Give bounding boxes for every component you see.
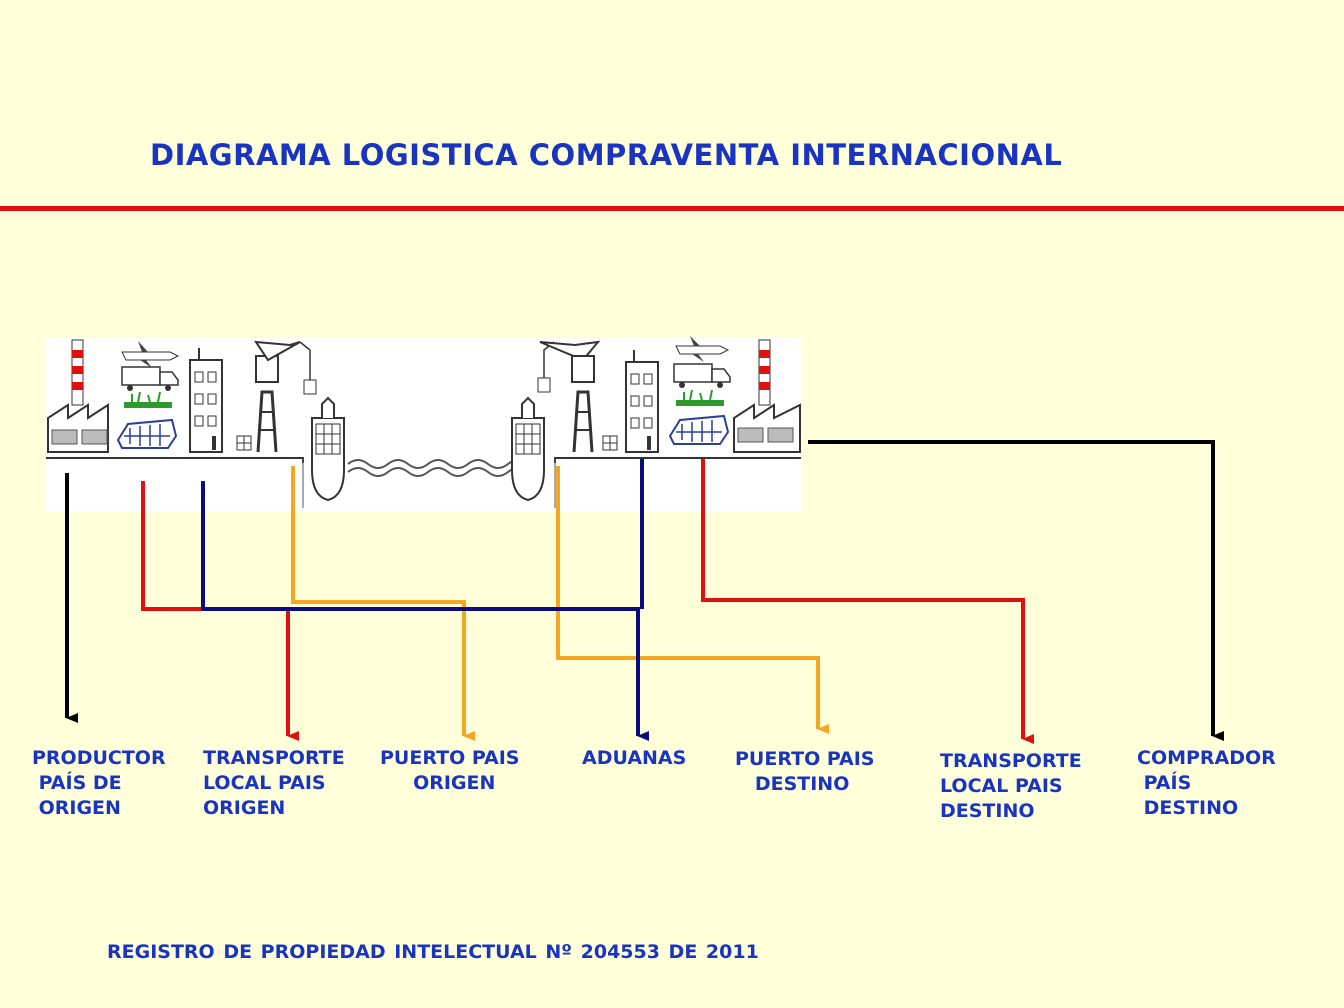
- label-comprador: COMPRADOR PAÍS DESTINO: [1137, 747, 1276, 819]
- factory-destination-icon: [733, 339, 801, 453]
- connector-transporte-destino: [701, 459, 1034, 744]
- copyright-footer: REGISTRO DE PROPIEDAD INTELECTUAL Nº 204…: [107, 941, 759, 963]
- label-aduanas: ADUANAS: [582, 747, 687, 769]
- ship-destination-icon: [511, 396, 545, 502]
- label-transporte-destino: TRANSPORTE LOCAL PAIS DESTINO: [940, 750, 1082, 822]
- transport-origin-icon: [116, 341, 180, 449]
- ship-origin-icon: [311, 396, 345, 502]
- label-puerto-origen: PUERTO PAIS ORIGEN: [380, 747, 520, 794]
- sea-waves: [347, 459, 529, 477]
- crane-destination-icon: [537, 340, 618, 453]
- connector-puerto-destino: [556, 466, 829, 734]
- logistics-illustration: [46, 336, 801, 511]
- connector-comprador: [808, 440, 1224, 741]
- label-puerto-destino: PUERTO PAIS DESTINO: [735, 748, 875, 795]
- building-destination-icon: [625, 350, 659, 453]
- connector-aduanas-origen: [201, 481, 649, 741]
- label-transporte-origen: TRANSPORTE LOCAL PAIS ORIGEN: [203, 747, 345, 819]
- label-productor: PRODUCTOR PAÍS DE ORIGEN: [32, 747, 166, 819]
- building-origin-icon: [189, 348, 223, 453]
- connector-puerto-origen: [291, 466, 475, 741]
- transport-destination-icon: [668, 336, 731, 445]
- factory-origin-icon: [47, 339, 109, 453]
- title-underline: [0, 206, 1344, 211]
- diagram-title: DIAGRAMA LOGISTICA COMPRAVENTA INTERNACI…: [150, 138, 1063, 172]
- crane-origin-icon: [236, 340, 317, 453]
